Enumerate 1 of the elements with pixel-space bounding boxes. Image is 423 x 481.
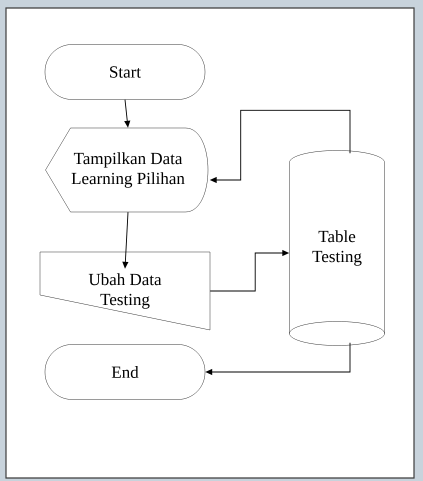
database-cylinder: Table Testing bbox=[289, 150, 385, 346]
